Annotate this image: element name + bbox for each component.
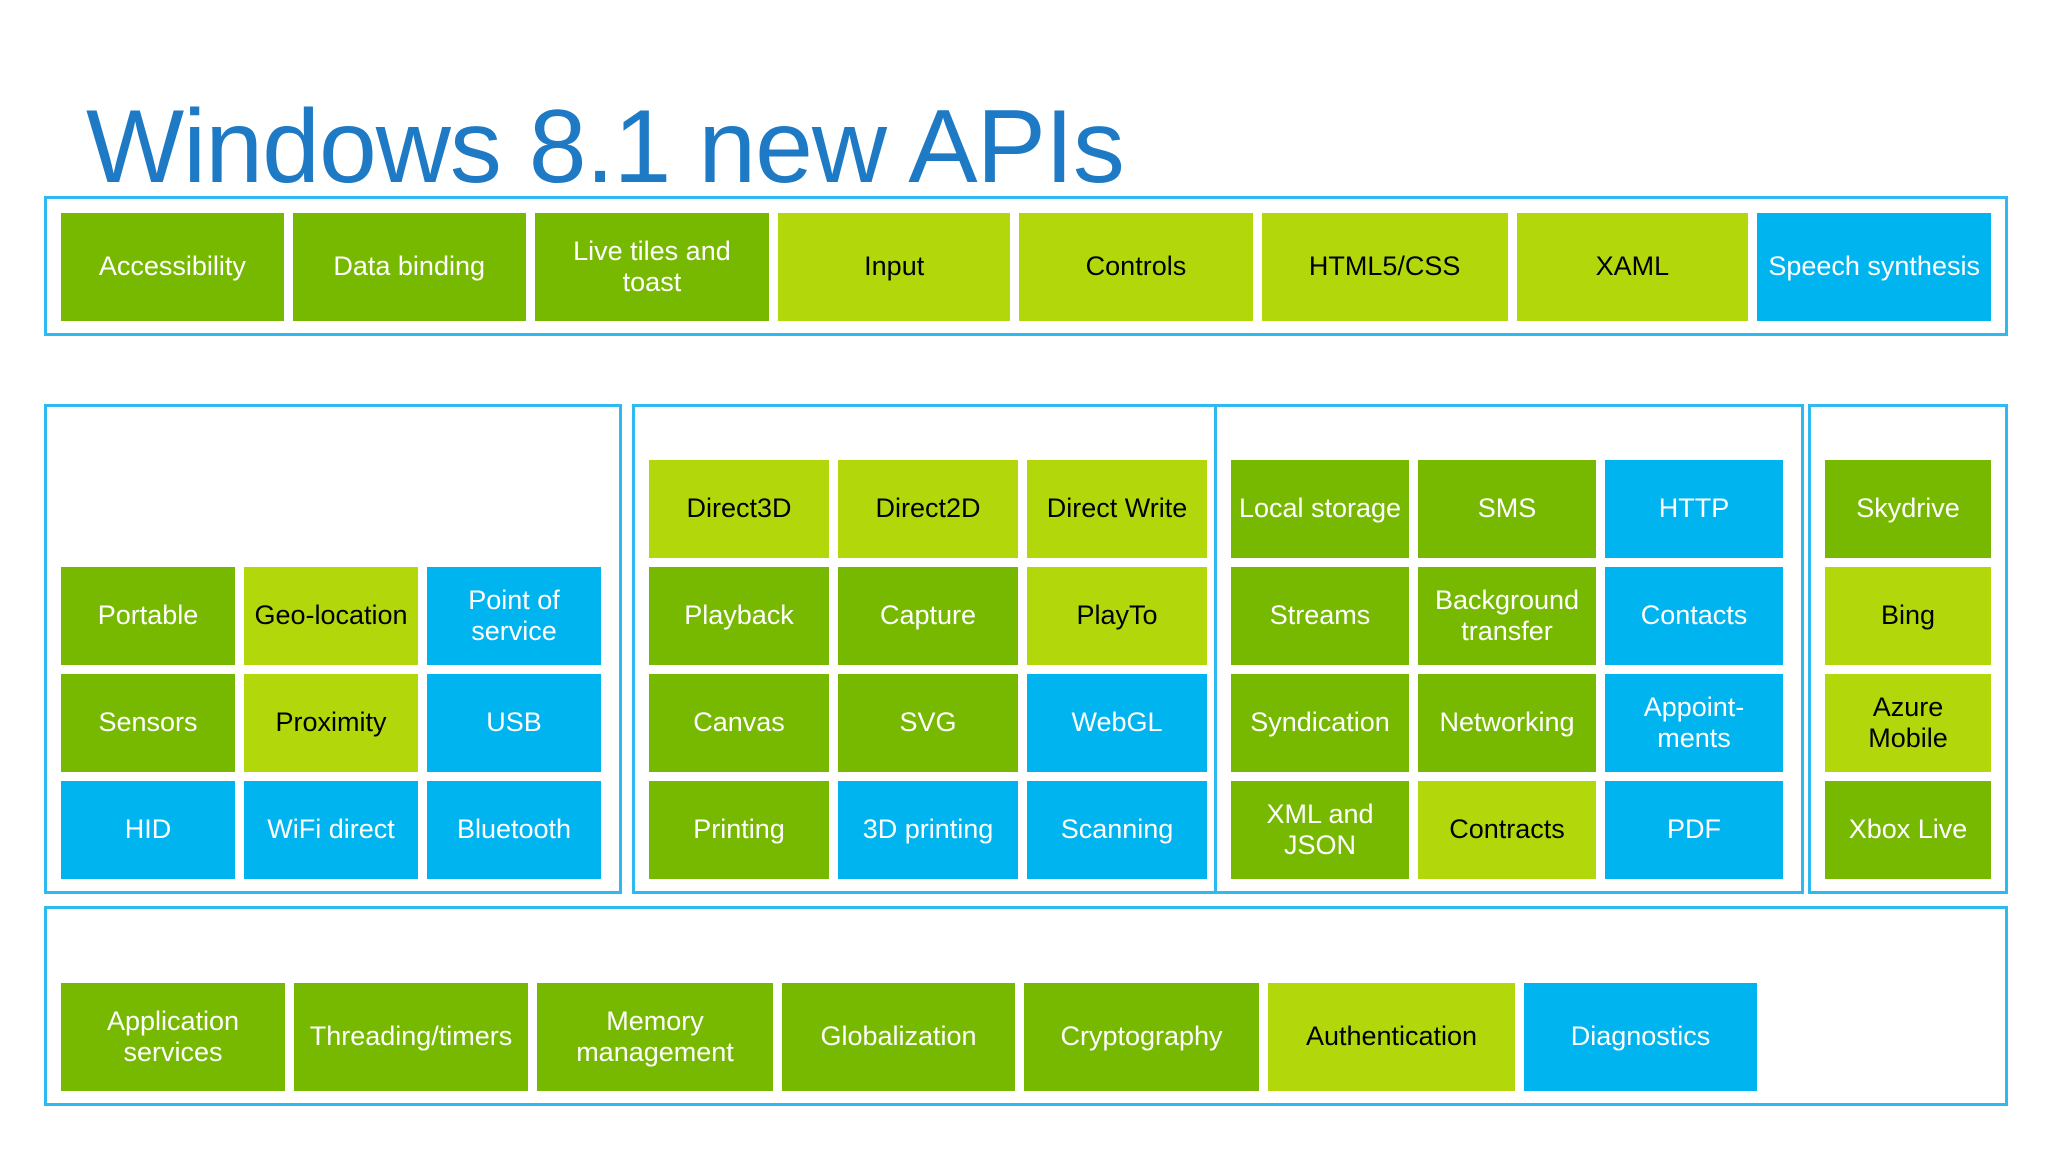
api-tile[interactable]: Local storage: [1231, 460, 1409, 558]
tile-row: Xbox Live: [1825, 781, 1991, 879]
api-tile[interactable]: Geo-location: [244, 567, 418, 665]
api-tile[interactable]: Canvas: [649, 674, 829, 772]
api-tile[interactable]: Azure Mobile: [1825, 674, 1991, 772]
api-tile[interactable]: Printing: [649, 781, 829, 879]
api-tile[interactable]: Capture: [838, 567, 1018, 665]
api-tile[interactable]: SVG: [838, 674, 1018, 772]
api-tile[interactable]: Application services: [61, 983, 285, 1091]
api-tile[interactable]: WebGL: [1027, 674, 1207, 772]
api-tile[interactable]: Proximity: [244, 674, 418, 772]
api-tile[interactable]: Input: [778, 213, 1011, 321]
tile-row: Skydrive: [1825, 460, 1991, 558]
api-tile[interactable]: Xbox Live: [1825, 781, 1991, 879]
page-title: Windows 8.1 new APIs: [86, 88, 1125, 205]
api-tile[interactable]: Contacts: [1605, 567, 1783, 665]
api-tile[interactable]: Controls: [1019, 213, 1253, 321]
api-tile[interactable]: PlayTo: [1027, 567, 1207, 665]
api-tile[interactable]: Skydrive: [1825, 460, 1991, 558]
api-tile[interactable]: WiFi direct: [244, 781, 418, 879]
api-tile[interactable]: Data binding: [292, 213, 526, 321]
api-tile[interactable]: XML and JSON: [1231, 781, 1409, 879]
api-tile[interactable]: HTML5/CSS: [1261, 213, 1508, 321]
api-tile[interactable]: 3D printing: [838, 781, 1018, 879]
api-tile[interactable]: Appoint-ments: [1605, 674, 1783, 772]
api-tile[interactable]: Sensors: [61, 674, 235, 772]
api-tile[interactable]: Cryptography: [1024, 983, 1259, 1091]
api-tile[interactable]: Bluetooth: [427, 781, 601, 879]
api-tile[interactable]: PDF: [1605, 781, 1783, 879]
api-tile[interactable]: Accessibility: [61, 213, 284, 321]
api-tile[interactable]: Globalization: [782, 983, 1015, 1091]
api-tile[interactable]: Bing: [1825, 567, 1991, 665]
api-tile[interactable]: Scanning: [1027, 781, 1207, 879]
api-tile[interactable]: Point of service: [427, 567, 601, 665]
api-tile[interactable]: Speech synthesis: [1757, 213, 1992, 321]
api-tile[interactable]: Memory management: [537, 983, 773, 1091]
tile-row: Azure Mobile: [1825, 674, 1991, 772]
api-tile[interactable]: SMS: [1418, 460, 1596, 558]
api-tile[interactable]: XAML: [1516, 213, 1749, 321]
api-tile[interactable]: Authentication: [1268, 983, 1515, 1091]
api-tile[interactable]: Portable: [61, 567, 235, 665]
api-tile[interactable]: Direct Write: [1027, 460, 1207, 558]
api-tile[interactable]: Background transfer: [1418, 567, 1596, 665]
api-tile[interactable]: Streams: [1231, 567, 1409, 665]
api-tile[interactable]: Threading/timers: [294, 983, 528, 1091]
api-tile[interactable]: Syndication: [1231, 674, 1409, 772]
api-tile[interactable]: USB: [427, 674, 601, 772]
api-tile[interactable]: Direct2D: [838, 460, 1018, 558]
tile-row: Bing: [1825, 567, 1991, 665]
api-tile[interactable]: Direct3D: [649, 460, 829, 558]
api-tile[interactable]: Contracts: [1418, 781, 1596, 879]
api-tile[interactable]: Live tiles and toast: [534, 213, 770, 321]
api-tile[interactable]: Playback: [649, 567, 829, 665]
api-tile[interactable]: Networking: [1418, 674, 1596, 772]
api-tile[interactable]: HTTP: [1605, 460, 1783, 558]
api-tile[interactable]: Diagnostics: [1524, 983, 1757, 1091]
api-tile[interactable]: HID: [61, 781, 235, 879]
